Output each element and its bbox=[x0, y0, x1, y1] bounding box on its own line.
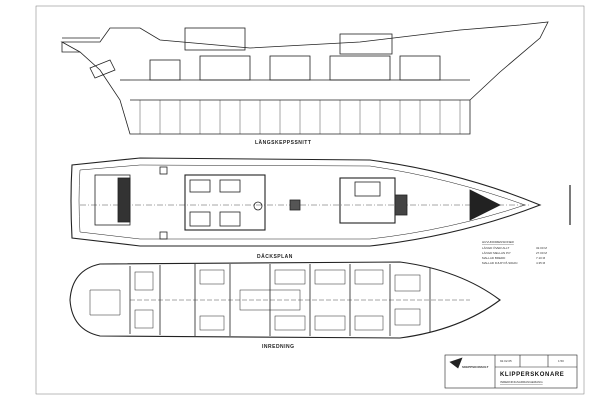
dim-value: 7.10 M bbox=[536, 256, 546, 260]
interior-view bbox=[69, 261, 501, 339]
drawing-date: 92.02.05 bbox=[500, 359, 512, 363]
interior-label: INREDNING bbox=[262, 344, 295, 350]
dim-value: 32.00 M bbox=[536, 246, 547, 250]
title-block bbox=[444, 354, 578, 389]
profile-label: LÄNGSKEPPSSNITT bbox=[255, 139, 311, 146]
deck-plan-label: DÄCKSPLAN bbox=[257, 253, 293, 260]
dim-label: MALLAD BREDD bbox=[482, 256, 506, 260]
dim-value: 4.35 M bbox=[536, 261, 546, 265]
dim-label: LÄNGD MELLAN P.P bbox=[482, 251, 510, 255]
profile-view bbox=[60, 21, 549, 135]
sheet-border bbox=[35, 5, 585, 395]
dim-label: LÄNGD ÖVER ALLT bbox=[482, 246, 509, 250]
dimensions-table: HUVUDDIMENSIONER LÄNGD ÖVER ALLT 32.00 M… bbox=[482, 240, 547, 265]
drawing-subtitle: INREDNINGSARRANGEMANG bbox=[500, 380, 543, 384]
drawing-scale: 1:50 bbox=[558, 359, 564, 363]
dim-value: 27.00 M bbox=[536, 251, 547, 255]
dimensions-heading: HUVUDDIMENSIONER bbox=[482, 240, 515, 244]
company-name: SKEPPSKONSULT bbox=[462, 365, 489, 369]
deck-plan-view bbox=[70, 157, 542, 247]
drawing-title: KLIPPERSKONARE bbox=[500, 372, 564, 378]
dim-label: MALLAD DJUP PÅ SIDAN bbox=[482, 260, 517, 265]
